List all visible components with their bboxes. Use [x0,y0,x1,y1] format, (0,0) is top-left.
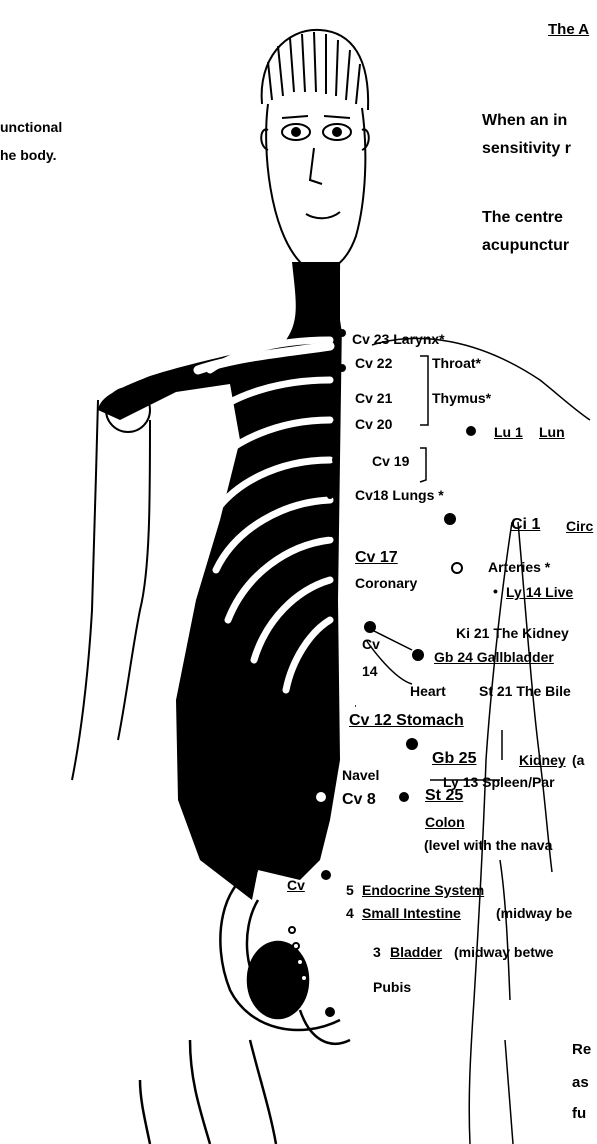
label-cv-lower: Cv [287,878,305,892]
label-cv21: Cv 21 [355,391,392,405]
centre-paragraph-line-2: acupunctur [482,238,569,254]
label-cv22: Cv 22 [355,356,392,370]
hair [262,30,369,110]
label-cv8: Cv 8 [342,792,376,808]
label-gb25-kidney: Kidney [519,753,566,767]
left-arm [72,388,150,780]
label-5-number: 5 [346,883,354,897]
label-throat: Throat* [432,356,481,370]
head [261,104,369,271]
page-title: The A [548,22,589,37]
label-colon-note: (level with the nava [424,838,552,852]
label-coronary: Coronary [355,576,417,590]
footer-line-1: Re [572,1042,591,1057]
label-bladder-rest: (midway betwe [454,945,554,959]
footer-line-3: fu [572,1106,586,1121]
label-navel: Navel [342,768,379,782]
dot-bullet: • [493,584,498,598]
label-pubis: Pubis [373,980,411,994]
left-text-line-2: he body. [0,148,57,162]
label-lu1-name: Lun [539,425,565,439]
label-cv19: Cv 19 [372,454,409,468]
label-cv14-line-1: Cv [362,637,380,651]
label-gb25-rest: (a [572,753,584,767]
label-4-number: 4 [346,906,354,920]
label-cv23-larynx: Cv 23 Larynx* [352,332,445,346]
label-colon: Colon [425,815,465,829]
label-cv17: Cv 17 [355,550,398,566]
label-cv14-line-2: 14 [362,664,378,678]
label-ly14-liver: Ly 14 Live [506,585,573,599]
label-bladder: Bladder [390,945,442,959]
left-text-line-1: unctional [0,120,62,134]
intro-paragraph-line-1: When an in [482,113,567,129]
torso-shading [98,262,350,900]
label-small-intestine: Small Intestine [362,906,461,920]
label-heart: Heart [410,684,446,698]
footer-line-2: as [572,1075,589,1090]
pelvis [140,870,350,1144]
label-cv20: Cv 20 [355,417,392,431]
label-3-number: 3 [373,945,381,959]
label-thymus: Thymus* [432,391,491,405]
label-gb25-code: Gb 25 [432,751,476,767]
label-small-intestine-rest: (midway be [496,906,572,920]
label-lu1-code: Lu 1 [494,425,523,439]
label-arteries: Arteries * [488,560,550,574]
label-st25: St 25 [425,788,463,804]
label-ci1-name: Circ [566,519,593,533]
label-endocrine-system: Endocrine System [362,883,484,897]
label-ki21-kidney: Ki 21 The Kidney [456,626,569,640]
label-cv18-lungs: Cv18 Lungs * [355,488,444,502]
centre-paragraph-line-1: The centre [482,210,563,226]
label-ci1-code: Ci 1 [511,517,540,533]
label-cv12-stomach: Cv 12 Stomach [349,713,464,729]
label-gb24-gallbladder: Gb 24 Gallbladder [434,650,554,664]
label-st21-bile: St 21 The Bile [479,684,571,698]
intro-paragraph-line-2: sensitivity r [482,141,571,157]
